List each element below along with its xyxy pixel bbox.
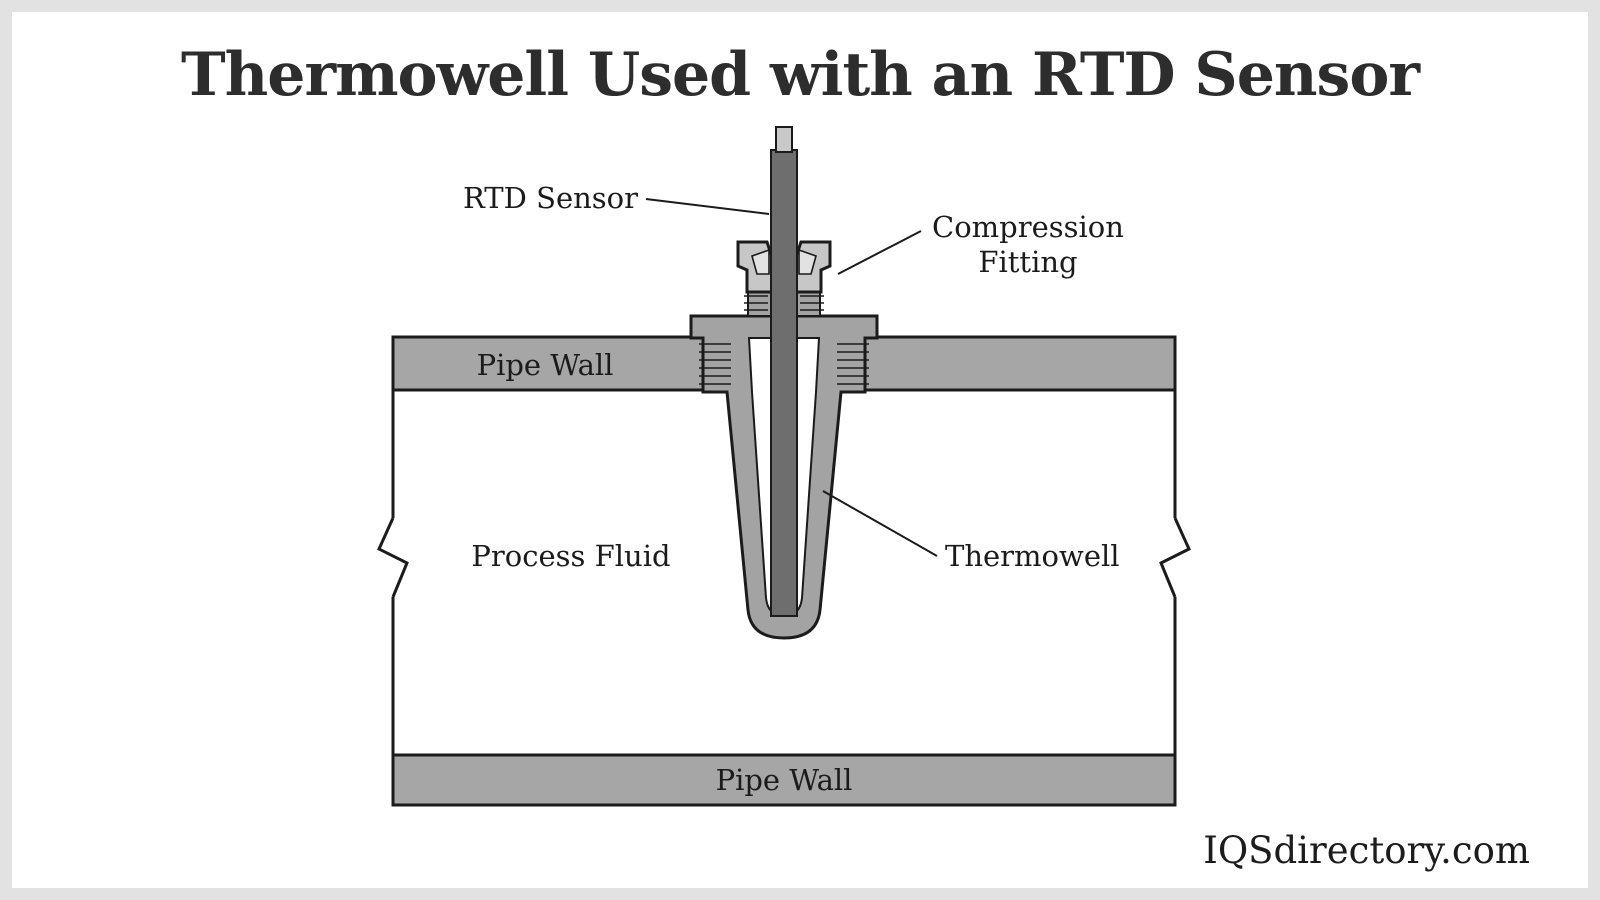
rtd-sensor-tip — [775, 126, 793, 153]
label-thermowell: Thermowell — [945, 539, 1120, 573]
pipe-break-mark-left — [377, 517, 409, 598]
thermowell-leader-line — [822, 490, 938, 557]
label-rtd-sensor: RTD Sensor — [463, 181, 638, 215]
ferrule-left — [751, 248, 770, 275]
label-compression-fitting-line2: Fitting — [978, 245, 1077, 279]
diagram-labels: RTD Sensor Compression Fitting Pipe Wall… — [463, 181, 1124, 797]
pipe-section — [377, 335, 1191, 807]
pipe-wall-top-left — [391, 335, 712, 392]
compression-fitting-leader-line — [837, 230, 922, 275]
thermowell-assembly — [689, 126, 879, 640]
watermark: IQSdirectory.com — [1203, 829, 1530, 872]
ferrule-right — [798, 248, 817, 275]
thread-marks-left — [699, 343, 731, 385]
page-title: Thermowell Used with an RTD Sensor — [181, 40, 1420, 110]
label-pipe-wall-bottom: Pipe Wall — [716, 763, 853, 797]
label-compression-fitting-line1: Compression — [932, 210, 1124, 244]
pipe-wall-bottom — [391, 753, 1177, 807]
label-process-fluid: Process Fluid — [471, 539, 670, 573]
stem-thread-marks — [744, 295, 824, 311]
rtd-sensor-rod — [770, 149, 798, 617]
thread-marks-right — [837, 343, 869, 385]
label-pipe-wall-top: Pipe Wall — [477, 348, 614, 382]
leader-lines — [645, 198, 938, 557]
rtd-sensor-leader-line — [645, 198, 770, 215]
pipe-break-mark-right — [1159, 517, 1191, 598]
pipe-wall-top-right — [859, 335, 1177, 392]
